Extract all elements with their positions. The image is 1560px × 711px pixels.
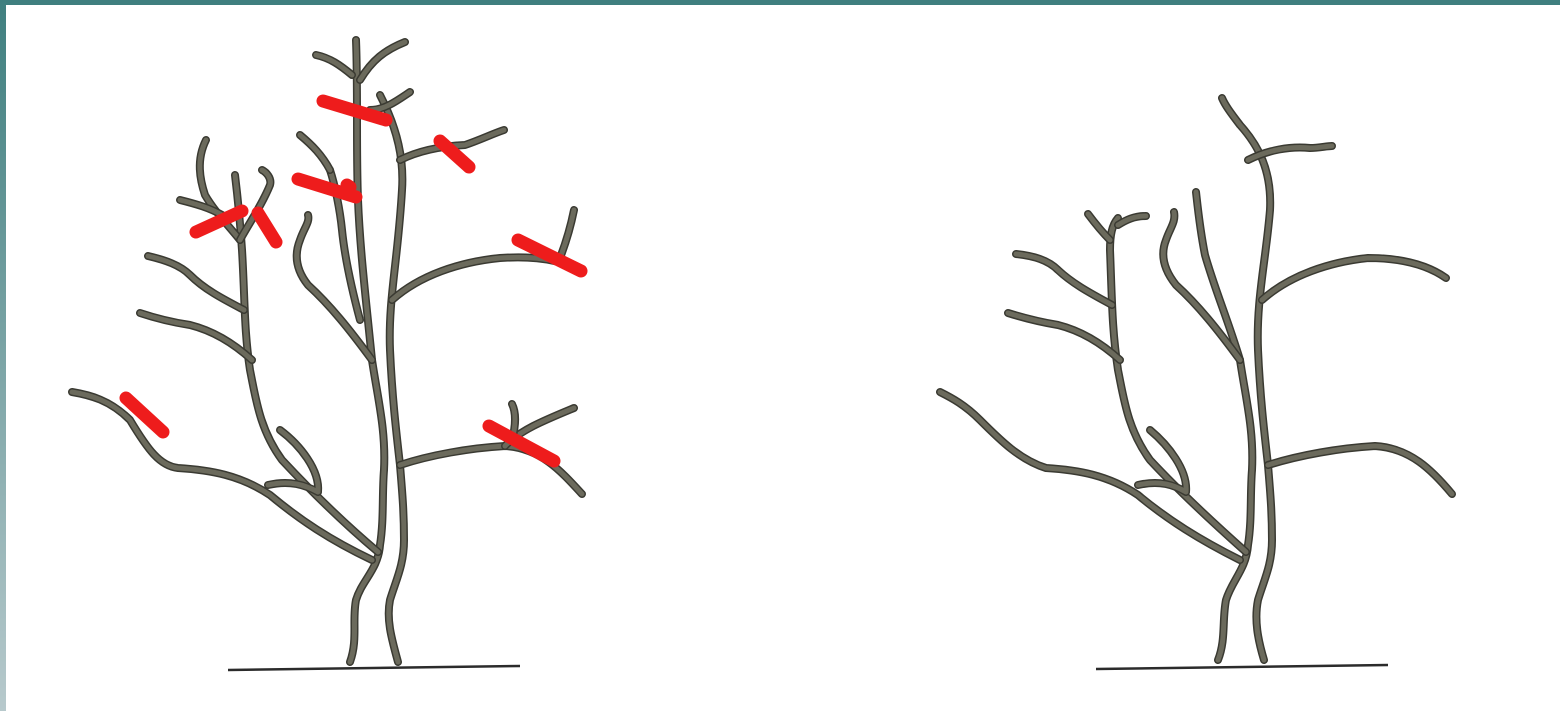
cut-mark — [347, 185, 350, 187]
ground-line — [228, 666, 520, 670]
branch — [140, 313, 252, 360]
cut-mark — [258, 213, 276, 242]
branch — [300, 135, 330, 170]
branch — [72, 392, 372, 560]
branch — [940, 392, 1240, 560]
branch — [1088, 214, 1110, 240]
trunk — [350, 40, 407, 662]
cut-mark — [323, 101, 386, 120]
branch — [1118, 216, 1146, 225]
tree-before-pruning — [72, 40, 585, 670]
branch — [1110, 218, 1246, 552]
branch — [1008, 313, 1120, 360]
ground-line — [1096, 665, 1388, 669]
tree-after-pruning — [940, 98, 1455, 669]
